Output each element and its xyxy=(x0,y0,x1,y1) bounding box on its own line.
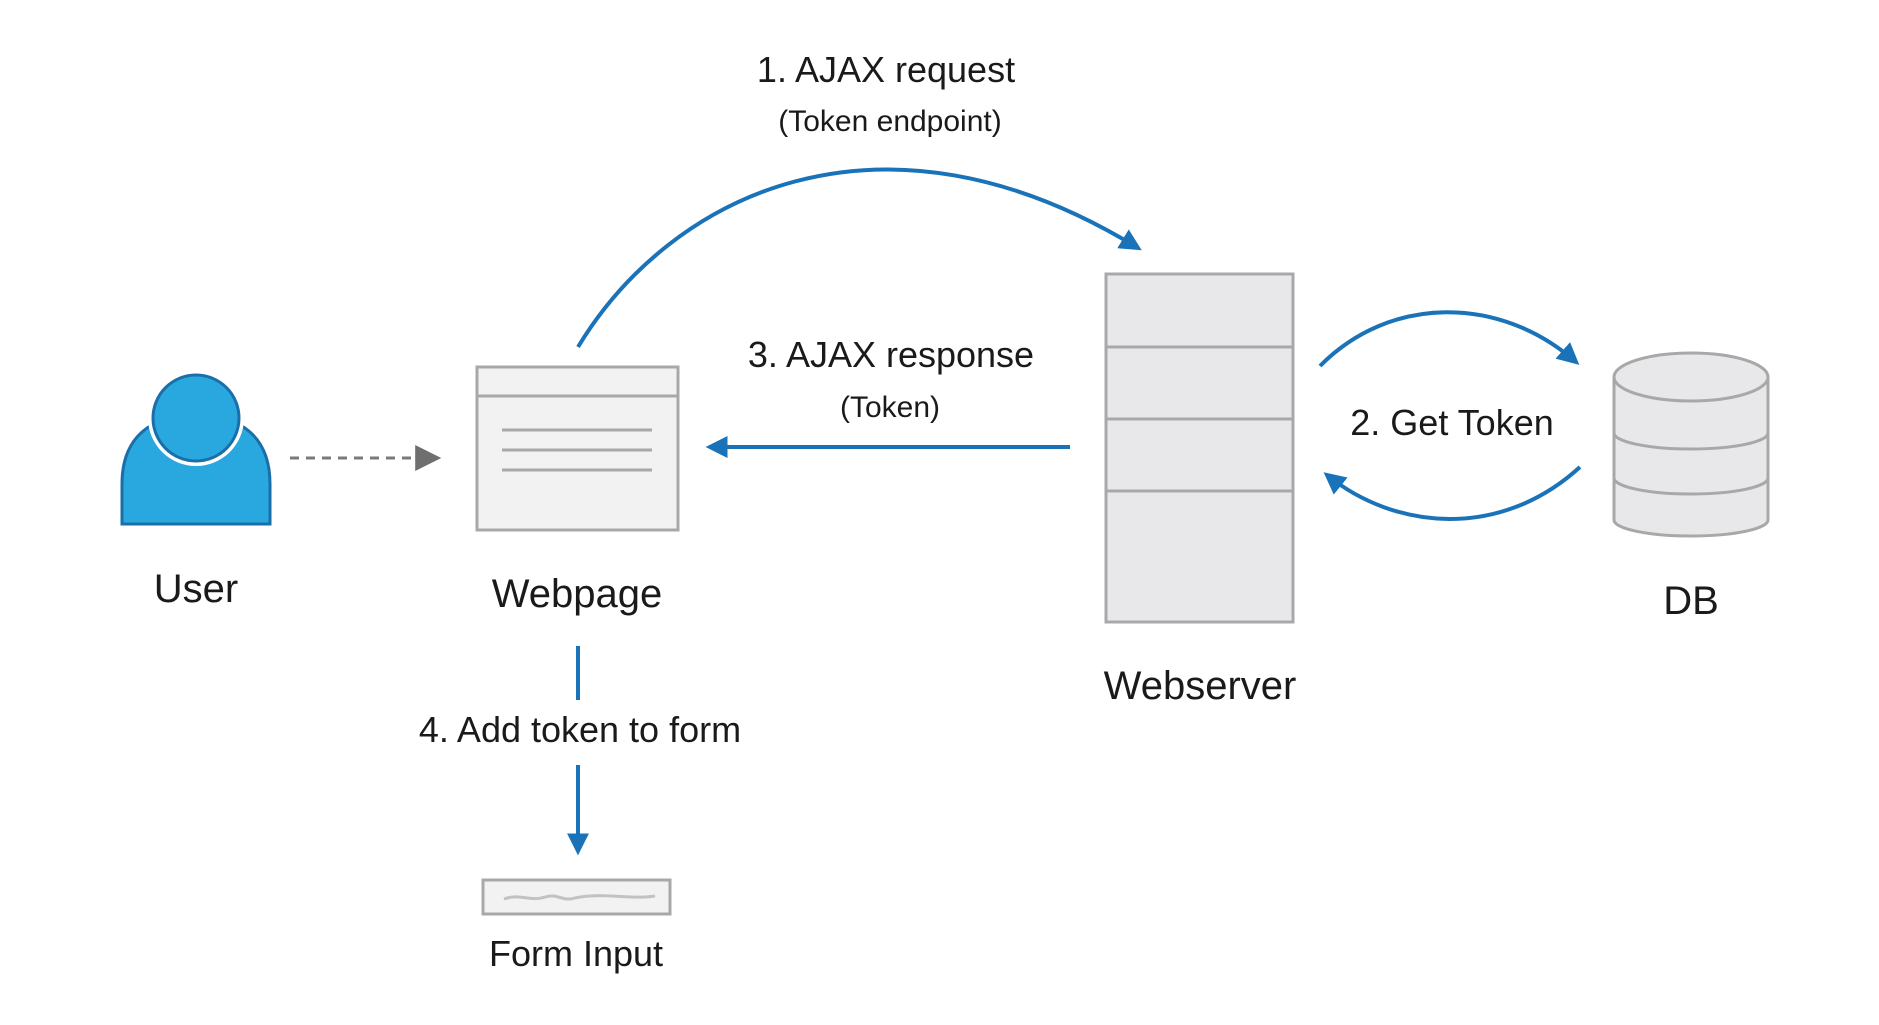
webserver-label: Webserver xyxy=(1104,664,1297,708)
db-label: DB xyxy=(1663,579,1719,623)
webpage-label: Webpage xyxy=(492,572,663,616)
ajax-response-label: 3. AJAX response xyxy=(748,334,1034,375)
ajax-request-sublabel: (Token endpoint) xyxy=(778,105,1001,138)
database-icon xyxy=(1612,351,1770,538)
ajax-request-arrow xyxy=(576,167,1142,349)
user-icon xyxy=(120,370,272,526)
get-token-arrow-out xyxy=(1318,310,1580,368)
webserver-icon xyxy=(1104,272,1295,624)
get-token-label: 2. Get Token xyxy=(1350,402,1553,443)
ajax-request-label: 1. AJAX request xyxy=(757,49,1015,90)
form-input-icon xyxy=(481,878,672,916)
ajax-response-sublabel: (Token) xyxy=(840,391,940,424)
form-input-label: Form Input xyxy=(489,933,663,974)
user-label: User xyxy=(154,567,238,611)
webpage-icon xyxy=(475,365,680,532)
get-token-arrow-back xyxy=(1323,465,1582,521)
add-token-label: 4. Add token to form xyxy=(419,709,741,750)
